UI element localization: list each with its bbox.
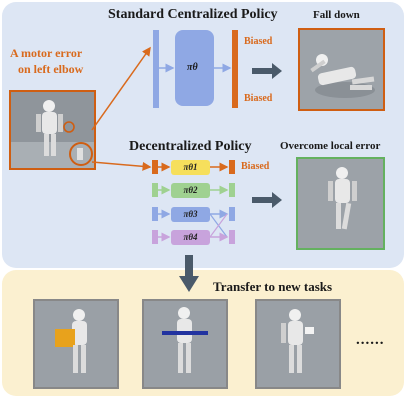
output-bar-orange-1 <box>229 160 235 174</box>
overcome-error-label: Overcome local error <box>280 140 381 152</box>
task-walk-image <box>255 299 341 389</box>
robot-carry-bar-figure <box>144 301 226 387</box>
policy-theta-4: πθ4 <box>171 230 210 245</box>
robot-overcome-figure <box>298 159 383 248</box>
output-bar-orange <box>232 30 238 108</box>
motor-error-label-line2: on left elbow <box>18 62 84 76</box>
pi-theta-label: πθ <box>187 62 198 73</box>
motor-error-label-line1: A motor error <box>10 46 83 60</box>
input-bar-blue <box>153 30 159 108</box>
biased-dec-label: Biased <box>241 161 270 172</box>
standard-policy-title: Standard Centralized Policy <box>108 7 278 22</box>
fall-down-label: Fall down <box>313 9 360 21</box>
task-carry-box-image <box>33 299 119 389</box>
output-bar-blue-3 <box>229 207 235 221</box>
input-bar-green-2 <box>152 183 158 197</box>
output-bar-green-2 <box>229 183 235 197</box>
task-carry-bar-image <box>142 299 228 389</box>
more-tasks-ellipsis: ...... <box>356 332 385 348</box>
input-bar-orange-1 <box>152 160 158 174</box>
decentralized-policy-title: Decentralized Policy <box>129 139 252 154</box>
biased-bottom-label: Biased <box>244 93 273 104</box>
policy-theta-3: πθ3 <box>171 207 210 222</box>
robot-motor-error-image <box>9 90 96 170</box>
transfer-label: Transfer to new tasks <box>213 279 333 294</box>
policy-theta-1: πθ1 <box>171 160 210 175</box>
input-bar-blue-3 <box>152 207 158 221</box>
input-bar-purple-4 <box>152 230 158 244</box>
robot-walk-figure <box>257 301 339 387</box>
policy-theta-2: πθ2 <box>171 183 210 198</box>
robot-motor-error-figure <box>11 92 94 168</box>
policy-network-block <box>175 30 214 106</box>
output-bar-purple-4 <box>229 230 235 244</box>
robot-overcome-image <box>296 157 385 250</box>
robot-fall-figure <box>300 30 383 109</box>
robot-fall-down-image <box>298 28 385 111</box>
robot-carry-box-figure <box>35 301 117 387</box>
biased-top-label: Biased <box>244 36 273 47</box>
